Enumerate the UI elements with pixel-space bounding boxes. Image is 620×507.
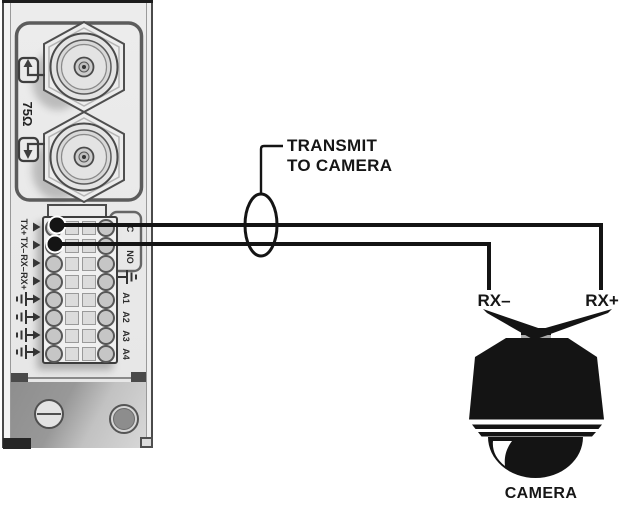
terminal-square <box>81 275 96 289</box>
terminal-square <box>81 329 96 343</box>
panel-foot-right <box>140 437 153 448</box>
camera-icon <box>469 338 604 478</box>
terminal-grid <box>42 216 118 364</box>
panel-right-rail <box>146 0 153 448</box>
terminal-square <box>81 239 96 253</box>
panel-divider-tab-left <box>11 373 28 382</box>
panel-hole <box>109 404 139 434</box>
rx-plus-label: RX+ <box>585 291 619 310</box>
panel-foot-left <box>3 438 31 449</box>
terminal-circle <box>45 345 63 363</box>
panel-left-rail <box>2 0 11 448</box>
screw-slot <box>37 413 61 415</box>
terminal-circle <box>45 273 63 291</box>
panel-divider-tab-right <box>131 372 146 382</box>
terminal-square <box>64 329 79 343</box>
terminal-label-a1: A1 <box>121 292 131 304</box>
terminal-label-no: NO <box>125 250 135 264</box>
terminal-circle <box>45 237 63 255</box>
terminal-square <box>81 347 96 361</box>
terminal-circle <box>97 273 115 291</box>
terminal-circle <box>45 219 63 237</box>
camera-label: CAMERA <box>504 485 578 502</box>
panel-divider <box>11 377 146 379</box>
terminal-circle <box>45 309 63 327</box>
terminal-label-a3: A3 <box>121 330 131 342</box>
screw-icon <box>34 399 64 429</box>
terminal-circle <box>97 255 115 273</box>
transmit-label-line1: TRANSMIT <box>287 136 378 155</box>
terminal-circle <box>97 327 115 345</box>
terminal-square <box>81 221 96 235</box>
terminal-circle <box>97 291 115 309</box>
rx-plus-leader <box>534 309 612 340</box>
rx-minus-label: RX– <box>477 291 511 310</box>
terminal-label-a2: A2 <box>121 311 131 323</box>
terminal-square <box>64 275 79 289</box>
terminal-circle <box>97 237 115 255</box>
panel-top-edge <box>2 0 153 3</box>
terminal-square <box>64 347 79 361</box>
cable-pair-ellipse <box>243 192 279 258</box>
terminal-square <box>81 257 96 271</box>
impedance-label: 75Ω <box>20 101 35 127</box>
terminal-label-a4: A4 <box>121 348 131 360</box>
transmit-label-line2: TO CAMERA <box>287 156 393 175</box>
transmit-to-camera-label: TRANSMIT TO CAMERA <box>287 136 392 176</box>
terminal-label-rx-plus: RX+ <box>19 272 29 290</box>
terminal-square <box>81 293 96 307</box>
terminal-square <box>64 239 79 253</box>
panel-hole-inner <box>113 408 135 430</box>
rx-minus-leader <box>483 309 544 340</box>
terminal-square <box>64 311 79 325</box>
terminal-circle <box>45 255 63 273</box>
terminal-circle <box>45 291 63 309</box>
terminal-circle <box>97 219 115 237</box>
terminal-circle <box>45 327 63 345</box>
camera-mount <box>521 328 551 339</box>
terminal-label-c: C <box>125 225 135 233</box>
terminal-square <box>81 311 96 325</box>
terminal-square <box>64 221 79 235</box>
terminal-square <box>64 257 79 271</box>
dome-highlight <box>492 441 512 466</box>
terminal-circle <box>97 309 115 327</box>
terminal-circle <box>97 345 115 363</box>
terminal-square <box>64 293 79 307</box>
transmit-leader-line <box>259 144 283 193</box>
